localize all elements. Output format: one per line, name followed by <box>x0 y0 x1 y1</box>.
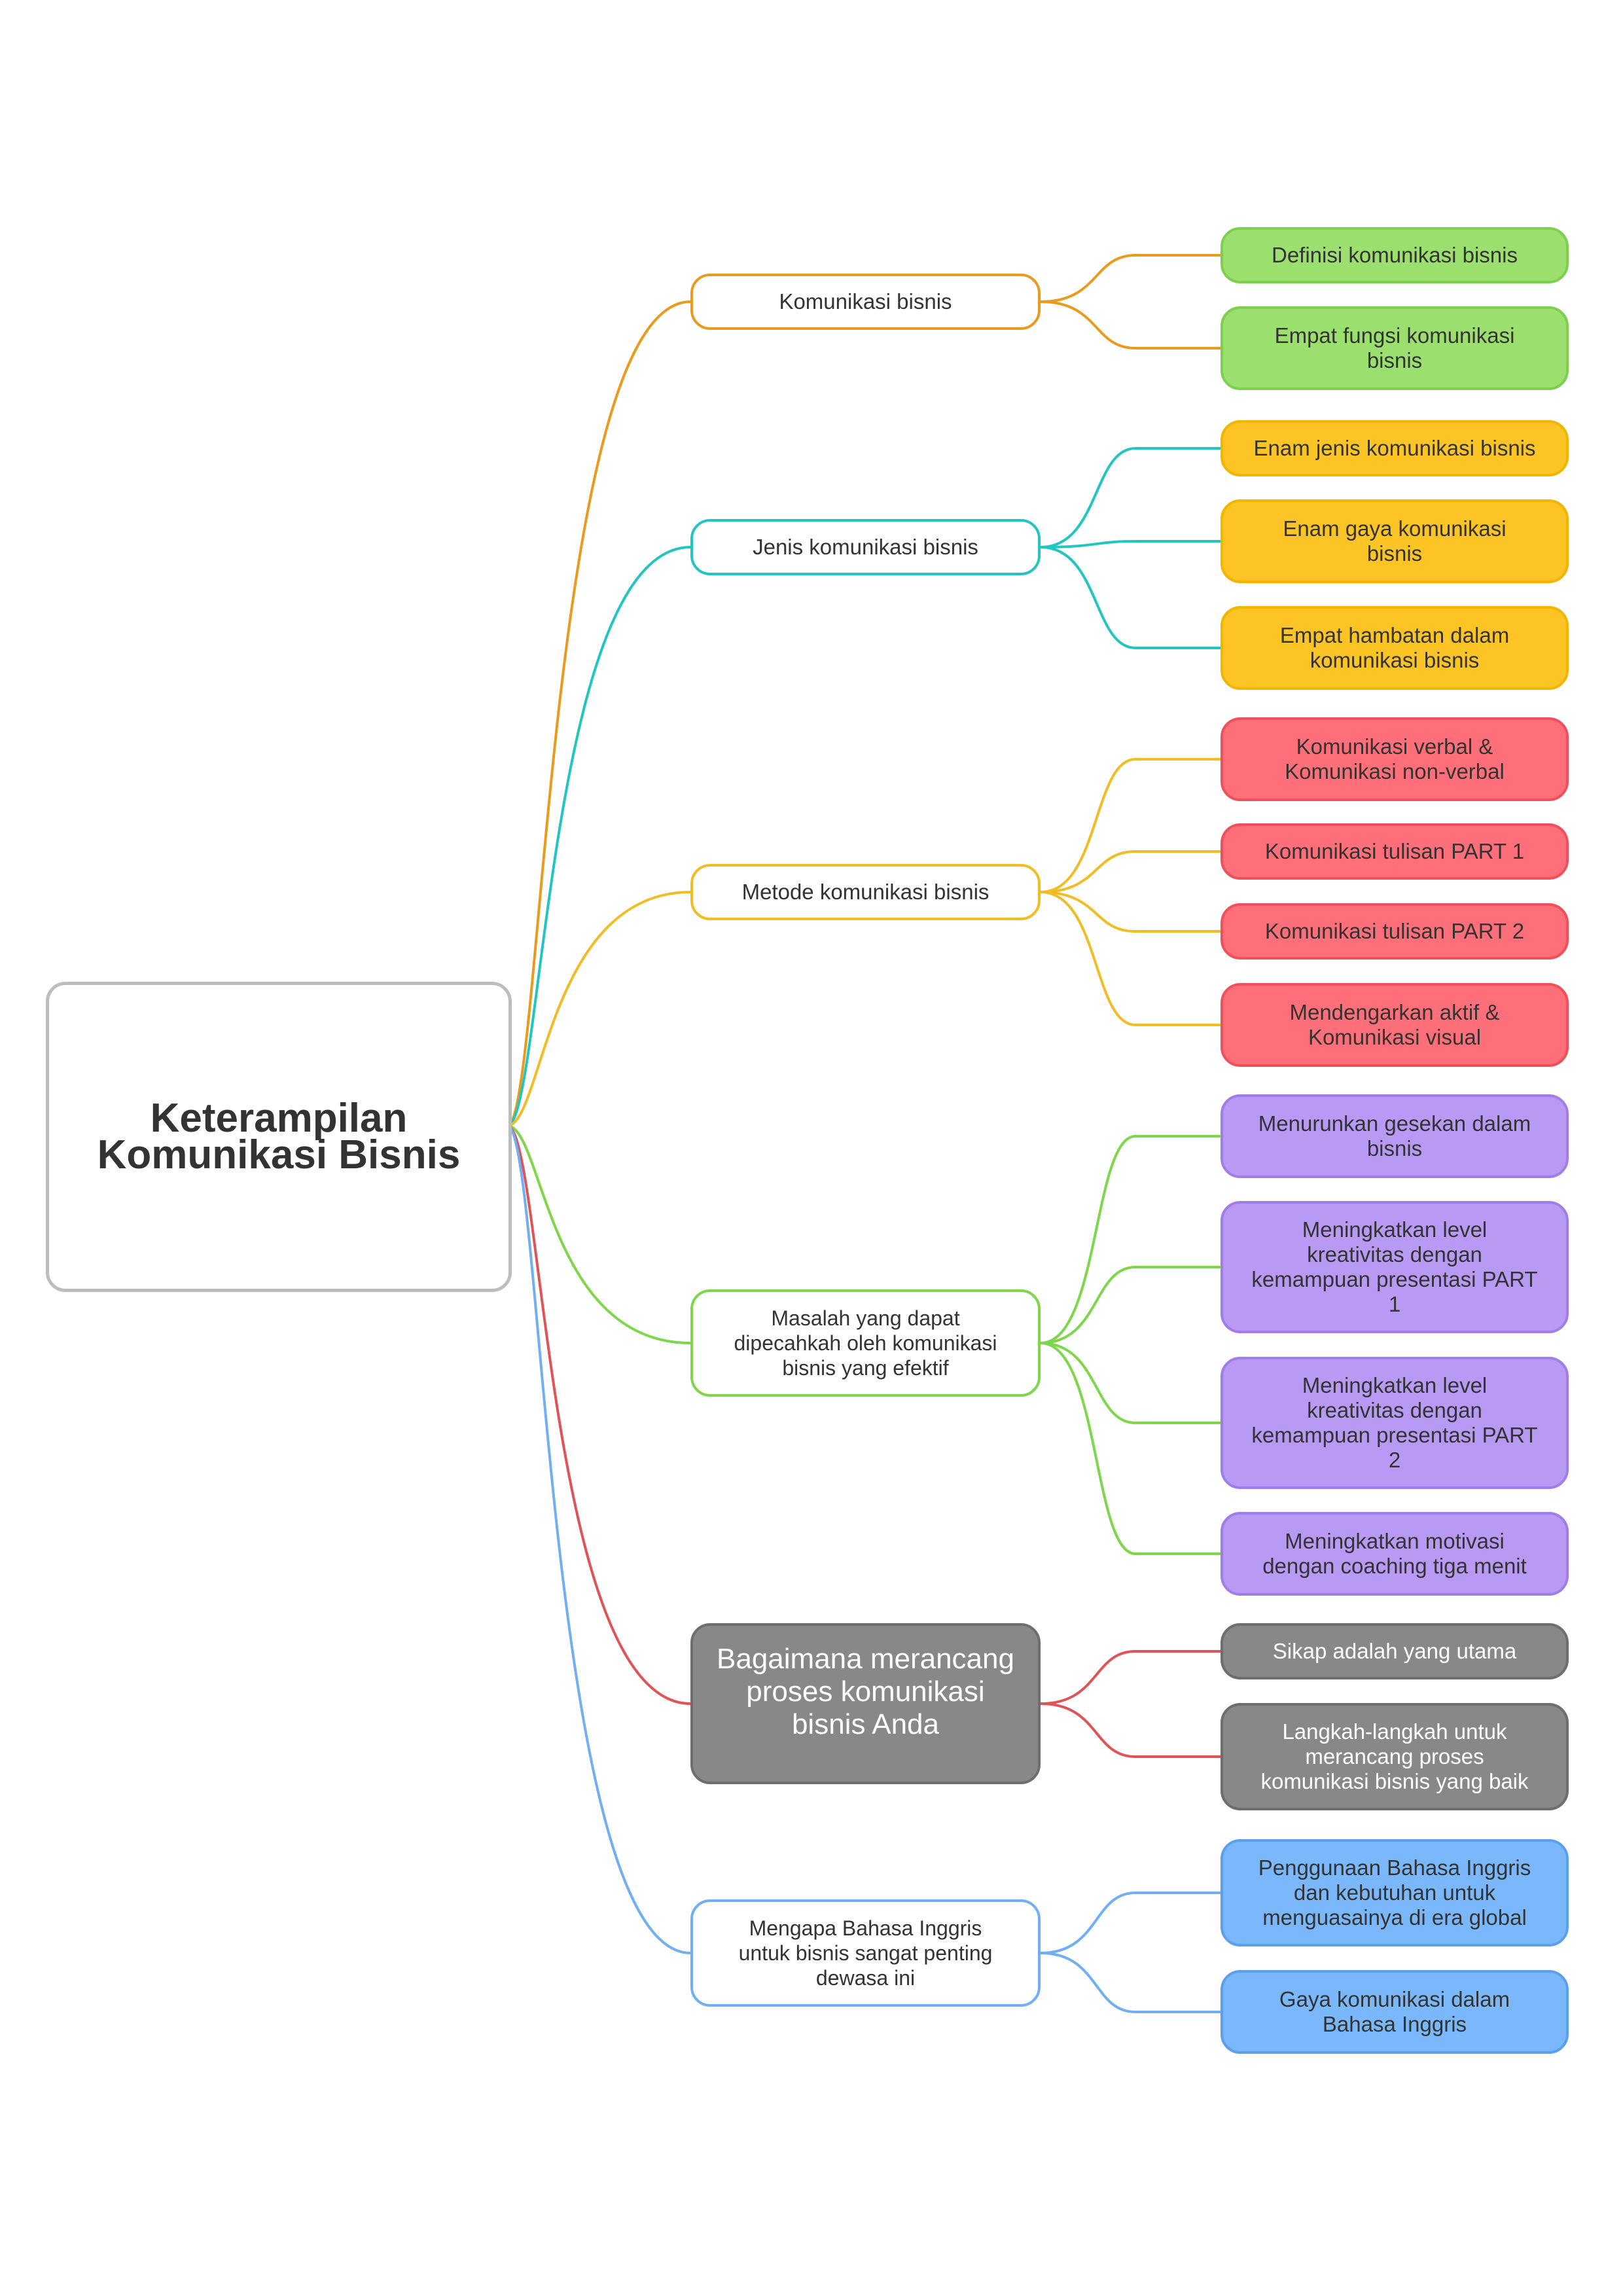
branch-komunikasi-bisnis[interactable]: Komunikasi bisnis <box>690 274 1041 330</box>
connector-branch-leaf <box>1039 540 1222 548</box>
connector-branch-leaf <box>1039 758 1222 893</box>
connector-branch-leaf <box>1039 1135 1222 1344</box>
connector-root-branch <box>506 891 692 1127</box>
connector-root-branch <box>506 1124 692 1954</box>
leaf-tulisan-part-1[interactable]: Komunikasi tulisan PART 1 <box>1221 823 1569 880</box>
connector-branch-leaf <box>1039 1342 1222 1555</box>
connector-branch-leaf <box>1039 254 1222 303</box>
leaf-mendengarkan-aktif[interactable]: Mendengarkan aktif & Komunikasi visual <box>1221 983 1569 1067</box>
connector-branch-leaf <box>1039 891 1222 1026</box>
leaf-kreativitas-part-2[interactable]: Meningkatkan level kreativitas dengan ke… <box>1221 1357 1569 1489</box>
connector-branch-leaf <box>1039 1266 1222 1344</box>
connector-root-branch <box>506 1124 692 1344</box>
root-topic[interactable]: Keterampilan Komunikasi Bisnis <box>46 982 512 1292</box>
leaf-definisi-komunikasi-bisnis[interactable]: Definisi komunikasi bisnis <box>1221 227 1569 283</box>
connector-root-branch <box>506 300 692 1127</box>
connector-branch-leaf <box>1039 891 1222 933</box>
leaf-tulisan-part-2[interactable]: Komunikasi tulisan PART 2 <box>1221 903 1569 960</box>
connector-branch-leaf <box>1039 1702 1222 1758</box>
connector-branch-leaf <box>1039 1892 1222 1954</box>
connector-branch-leaf <box>1039 447 1222 548</box>
leaf-gaya-komunikasi-inggris[interactable]: Gaya komunikasi dalam Bahasa Inggris <box>1221 1970 1569 2054</box>
connector-root-branch <box>506 546 692 1127</box>
leaf-menurunkan-gesekan[interactable]: Menurunkan gesekan dalam bisnis <box>1221 1094 1569 1178</box>
leaf-kreativitas-part-1[interactable]: Meningkatkan level kreativitas dengan ke… <box>1221 1201 1569 1333</box>
connector-branch-leaf <box>1039 300 1222 350</box>
branch-merancang-proses[interactable]: Bagaimana merancang proses komunikasi bi… <box>690 1623 1041 1784</box>
leaf-empat-fungsi[interactable]: Empat fungsi komunikasi bisnis <box>1221 306 1569 390</box>
branch-metode-komunikasi-bisnis[interactable]: Metode komunikasi bisnis <box>690 864 1041 920</box>
branch-bahasa-inggris[interactable]: Mengapa Bahasa Inggris untuk bisnis sang… <box>690 1899 1041 2007</box>
leaf-sikap[interactable]: Sikap adalah yang utama <box>1221 1623 1569 1679</box>
connector-branch-leaf <box>1039 850 1222 893</box>
leaf-empat-hambatan[interactable]: Empat hambatan dalam komunikasi bisnis <box>1221 606 1569 690</box>
leaf-motivasi-coaching[interactable]: Meningkatkan motivasi dengan coaching ti… <box>1221 1512 1569 1596</box>
connector-branch-leaf <box>1039 1342 1222 1424</box>
leaf-enam-gaya[interactable]: Enam gaya komunikasi bisnis <box>1221 499 1569 583</box>
connector-branch-leaf <box>1039 1650 1222 1705</box>
branch-jenis-komunikasi-bisnis[interactable]: Jenis komunikasi bisnis <box>690 519 1041 575</box>
leaf-enam-jenis[interactable]: Enam jenis komunikasi bisnis <box>1221 420 1569 476</box>
connector-branch-leaf <box>1039 1952 1222 2013</box>
connector-branch-leaf <box>1039 546 1222 649</box>
leaf-penggunaan-bahasa-inggris[interactable]: Penggunaan Bahasa Inggris dan kebutuhan … <box>1221 1839 1569 1946</box>
leaf-komunikasi-verbal[interactable]: Komunikasi verbal & Komunikasi non-verba… <box>1221 717 1569 801</box>
connector-root-branch <box>506 1124 692 1705</box>
branch-masalah[interactable]: Masalah yang dapat dipecahkah oleh komun… <box>690 1289 1041 1397</box>
leaf-langkah-langkah[interactable]: Langkah-langkah untuk merancang proses k… <box>1221 1703 1569 1810</box>
